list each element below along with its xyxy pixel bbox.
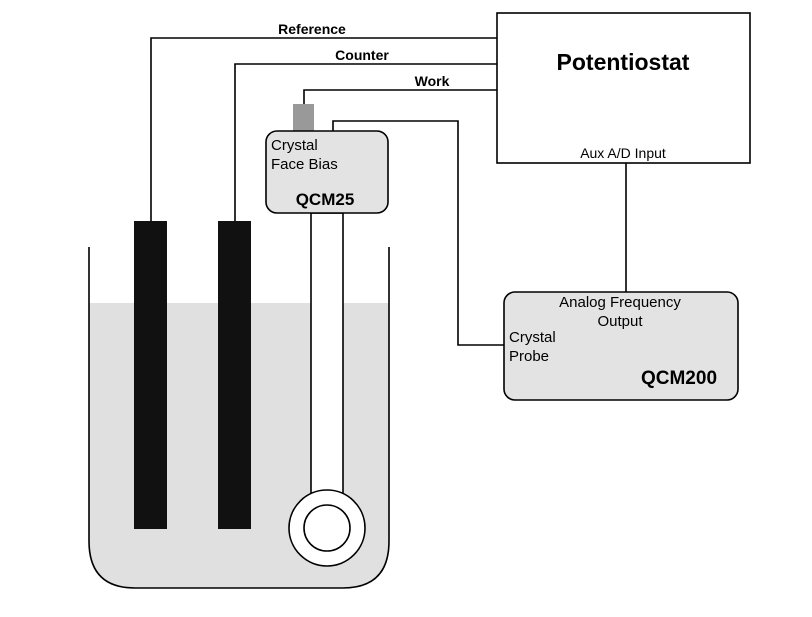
qcm25-frame xyxy=(265,130,389,214)
qcm25-box: Crystal Face Bias QCM25 xyxy=(265,130,389,214)
counter-electrode xyxy=(218,221,251,529)
crystal-disc xyxy=(303,504,351,552)
qcm200-box: Analog Frequency Output Crystal Probe QC… xyxy=(503,291,739,401)
qcm25-label-line2: Face Bias xyxy=(271,156,338,173)
potentiostat-box: Potentiostat Aux A/D Input xyxy=(496,12,751,164)
reference-electrode xyxy=(134,221,167,529)
counter-wire xyxy=(234,63,497,221)
cell-wall xyxy=(88,247,390,589)
qcm200-name: QCM200 xyxy=(641,368,717,389)
qcm25-name: QCM25 xyxy=(296,190,355,209)
qcm200-frame xyxy=(503,291,739,401)
reference-wire xyxy=(150,37,497,221)
qcm25-label-line1: Crystal xyxy=(271,137,318,154)
crystal-probe-wire xyxy=(332,120,504,346)
qcm200-probe-line1: Crystal xyxy=(509,329,556,346)
qcm200-probe-line2: Probe xyxy=(509,348,549,365)
counter-label: Counter xyxy=(335,47,389,63)
work-label: Work xyxy=(415,73,450,89)
qcm200-output-line1: Analog Frequency xyxy=(559,294,681,311)
work-wire xyxy=(303,89,497,104)
work-connector xyxy=(293,104,314,132)
potentiostat-title: Potentiostat xyxy=(557,49,690,75)
reference-label: Reference xyxy=(278,21,346,37)
probe-shaft xyxy=(310,212,344,497)
qcm200-output-line2: Output xyxy=(597,313,643,330)
potentiostat-frame xyxy=(496,12,751,164)
aux-input-label: Aux A/D Input xyxy=(580,145,666,161)
crystal-holder-probe xyxy=(288,212,366,567)
